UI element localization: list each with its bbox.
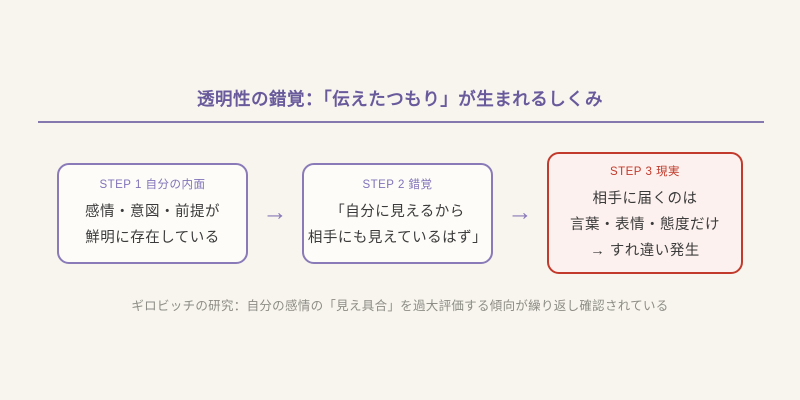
- research-footnote: ギロビッチの研究：自分の感情の「見え具合」を過大評価する傾向が繰り返し確認されて…: [131, 299, 669, 313]
- step-3-body-line-1: 相手に届くのは: [592, 190, 698, 207]
- step-box-1-inner-world: STEP 1 自分の内面 感情・意図・前提が 鮮明に存在している: [57, 162, 248, 264]
- page-title: 透明性の錯覚：「伝えたつもり」が生まれるしくみ: [197, 89, 603, 109]
- right-arrow-icon: →: [507, 197, 533, 226]
- step-1-body-line-1: 感情・意図・前提が: [85, 203, 220, 220]
- step-1-label: STEP 1 自分の内面: [99, 178, 206, 191]
- step-3-body-line-3: → すれ違い発生: [590, 242, 700, 259]
- step-3-body-line-2: 言葉・表情・態度だけ: [570, 216, 720, 233]
- step-1-body-line-2: 鮮明に存在している: [85, 229, 220, 246]
- step-3-label: STEP 3 現実: [609, 165, 681, 178]
- step-2-label: STEP 2 錯覚: [362, 178, 433, 191]
- step-flow: STEP 1 自分の内面 感情・意図・前提が 鮮明に存在している → STEP …: [0, 152, 800, 274]
- step-box-3-reality: STEP 3 現実 相手に届くのは 言葉・表情・態度だけ → すれ違い発生: [547, 152, 743, 274]
- title-divider-line: [38, 121, 764, 123]
- step-2-body-line-1: 「自分に見えるから: [330, 203, 465, 220]
- step-2-body-line-2: 相手にも見えているはず」: [307, 229, 488, 246]
- right-arrow-icon: →: [262, 197, 288, 226]
- step-box-2-illusion: STEP 2 錯覚 「自分に見えるから 相手にも見えているはず」: [302, 162, 493, 264]
